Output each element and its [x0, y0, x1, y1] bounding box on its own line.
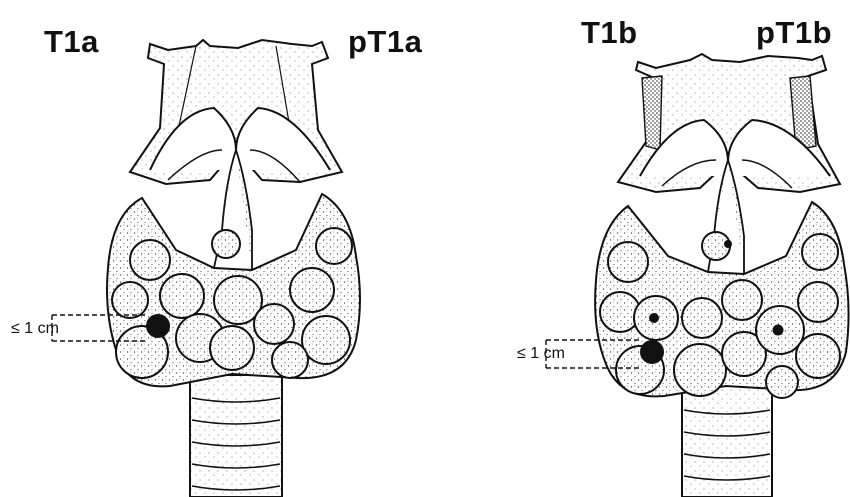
label-pt1b: pT1b: [756, 17, 832, 48]
tumor-nodule-b-small-1: [650, 314, 658, 322]
thyroid-gland-a: [107, 150, 360, 386]
label-t1b: T1b: [581, 17, 638, 48]
thyroid-cartilage-a: [130, 40, 342, 184]
label-t1a: T1a: [44, 26, 99, 57]
thyroid-illustration-t1a: [52, 40, 360, 497]
trachea-b: [682, 385, 772, 497]
trachea-a: [190, 375, 282, 497]
size-label-b: ≤ 1 cm: [517, 346, 565, 362]
size-label-a: ≤ 1 cm: [11, 321, 59, 337]
tumor-nodule-b-small-3: [725, 241, 731, 247]
tumor-nodule-b-large: [641, 341, 663, 363]
thyroid-cartilage-b: [618, 54, 840, 192]
thyroid-gland-b: [595, 160, 848, 398]
label-pt1a: pT1a: [348, 26, 422, 57]
tumor-nodule-b-small-2: [774, 326, 783, 335]
thyroid-illustration-t1b: [546, 54, 849, 497]
tumor-nodule-a: [147, 315, 169, 337]
